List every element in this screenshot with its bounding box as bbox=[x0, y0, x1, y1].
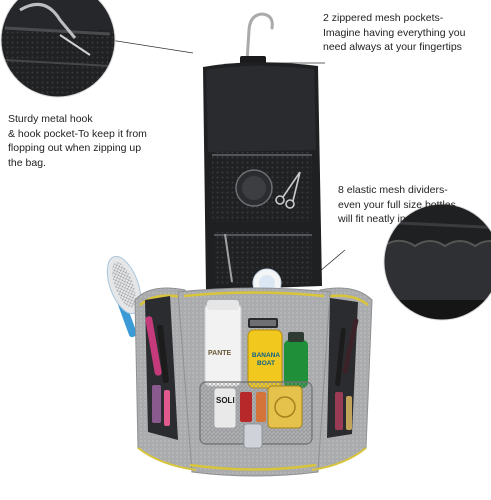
green-bottle bbox=[284, 340, 308, 388]
callout-line: will fit neatly inside bbox=[338, 213, 425, 225]
callout-line: need always at your fingertips bbox=[323, 41, 462, 53]
white-bottle bbox=[204, 303, 242, 387]
label-sunscreen-bottle: BANANA BOAT bbox=[251, 352, 281, 367]
label-small-bottle: SOLI bbox=[216, 396, 235, 405]
scissors-icon bbox=[275, 171, 301, 209]
callout-line: & hook pocket-To keep it from bbox=[8, 127, 147, 140]
right-compartment-items bbox=[335, 318, 359, 430]
callout-line: Sturdy metal hook bbox=[8, 113, 93, 125]
callout-elastic-dividers: 8 elastic mesh dividers- even your full … bbox=[338, 183, 456, 227]
callout-line: 2 zippered mesh pockets- bbox=[323, 12, 444, 24]
callout-line: flopping out when zipping up bbox=[8, 142, 142, 154]
elastic-dividers-inset bbox=[383, 203, 491, 321]
callout-line: the bag. bbox=[8, 156, 46, 169]
label-white-bottle: PANTE bbox=[208, 350, 232, 357]
center-compartment-items bbox=[199, 300, 313, 449]
callout-line: Imagine having everything you bbox=[323, 26, 466, 39]
hanging-panel bbox=[203, 62, 322, 298]
callout-hook-pocket: Sturdy metal hook & hook pocket-To keep … bbox=[8, 112, 147, 170]
hairbrush bbox=[106, 255, 142, 338]
metal-hook bbox=[240, 12, 274, 68]
callout-line: 8 elastic mesh dividers- bbox=[338, 184, 448, 196]
nail-polish bbox=[240, 392, 252, 422]
gold-compact bbox=[267, 385, 303, 429]
left-compartment-items bbox=[145, 316, 170, 426]
callout-line: even your full size bottles bbox=[338, 198, 456, 211]
callout-mesh-pockets: 2 zippered mesh pockets- Imagine having … bbox=[323, 11, 465, 55]
hook-pocket-inset bbox=[0, 0, 116, 98]
lower-mesh-pocket bbox=[214, 232, 312, 284]
